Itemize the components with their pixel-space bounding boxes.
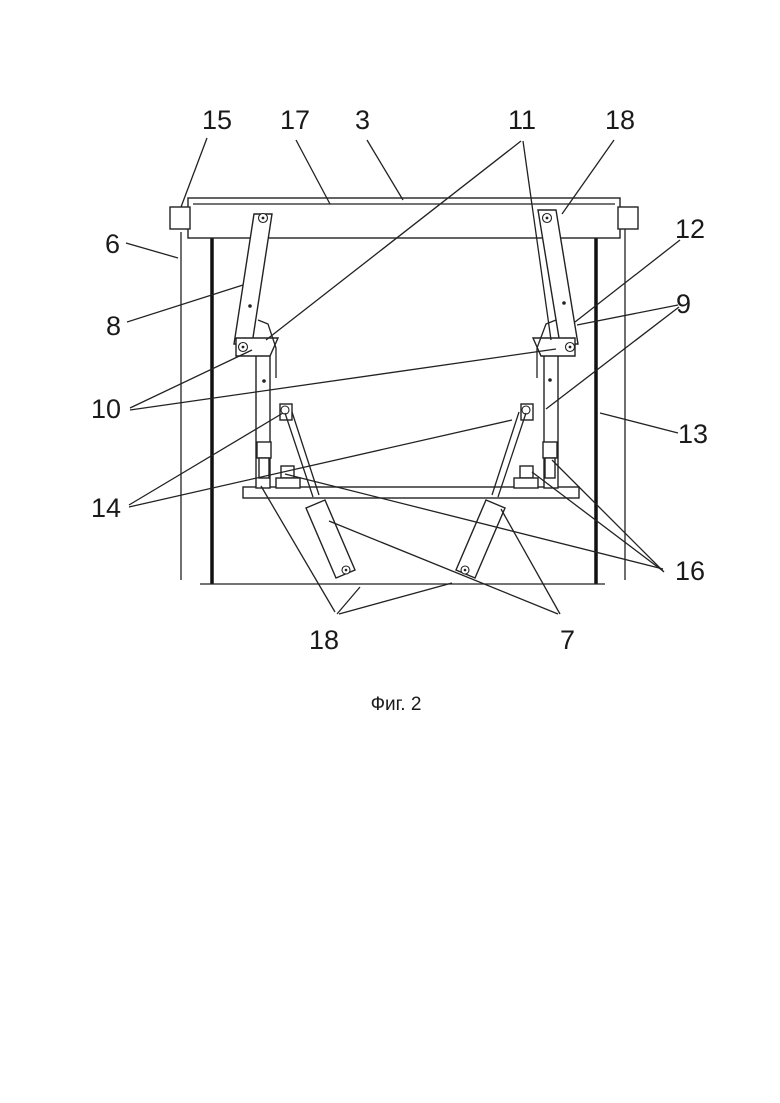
stop-block-right bbox=[618, 207, 638, 229]
label-11: 11 bbox=[508, 105, 536, 135]
label-12: 12 bbox=[675, 214, 705, 244]
label-8: 8 bbox=[106, 311, 121, 341]
stop-block-left-15 bbox=[170, 207, 190, 229]
label-3: 3 bbox=[355, 105, 370, 135]
label-17: 17 bbox=[280, 105, 310, 135]
label-15: 15 bbox=[202, 105, 232, 135]
label-18-bottom: 18 bbox=[309, 625, 339, 655]
label-9: 9 bbox=[676, 289, 691, 319]
label-16: 16 bbox=[675, 556, 705, 586]
figure-caption: Фиг. 2 bbox=[371, 694, 422, 715]
label-13: 13 bbox=[678, 419, 708, 449]
label-14: 14 bbox=[91, 493, 121, 523]
label-18-top: 18 bbox=[605, 105, 635, 135]
label-10: 10 bbox=[91, 394, 121, 424]
label-6: 6 bbox=[105, 229, 120, 259]
bracket-right-14 bbox=[521, 404, 533, 420]
label-7: 7 bbox=[560, 625, 575, 655]
